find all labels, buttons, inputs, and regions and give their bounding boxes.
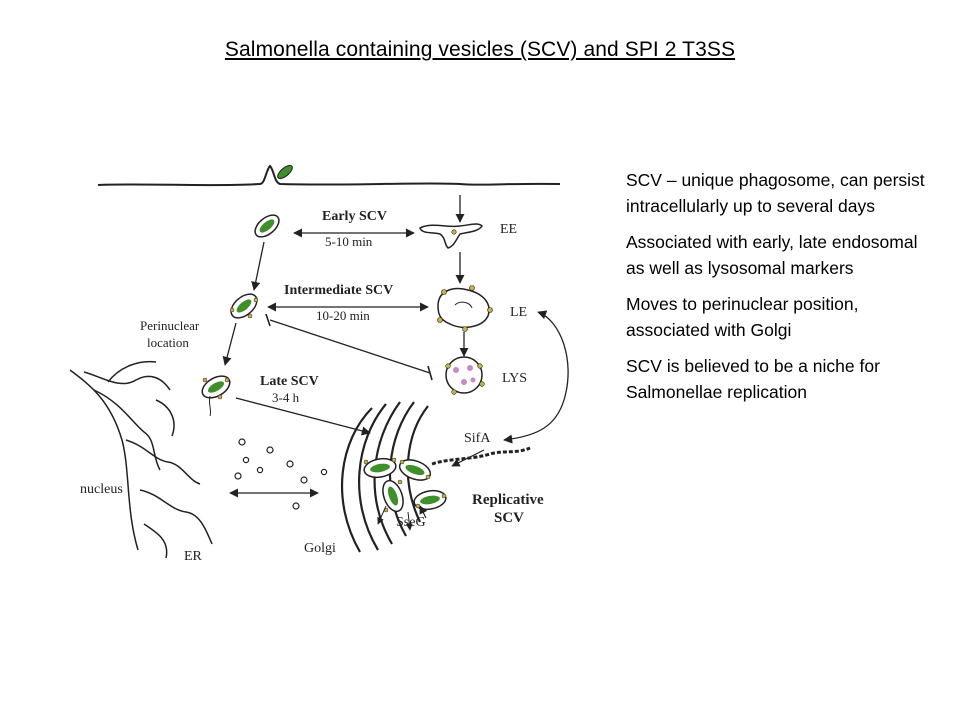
- late-scv-time: 3-4 h: [272, 390, 300, 405]
- golgi-label: Golgi: [304, 541, 336, 556]
- description-bullets: SCV – unique phagosome, can persist intr…: [626, 167, 926, 415]
- intermediate-scv-time: 10-20 min: [316, 308, 370, 323]
- early-scv-label: Early SCV: [322, 209, 387, 224]
- sifa-arrow: [503, 310, 569, 444]
- late-scv-label: Late SCV: [260, 374, 319, 389]
- late-scv-to-golgi-arrow: [235, 397, 371, 436]
- perinuclear-label-line2: location: [147, 335, 189, 350]
- intermediate-to-late-arrow: [222, 322, 237, 366]
- bullet-item: Associated with early, late endosomal as…: [626, 232, 918, 278]
- nucleus-label: nucleus: [80, 482, 123, 497]
- replicative-scv-cluster: [363, 446, 531, 531]
- bullet-item: Moves to perinuclear position, associate…: [626, 294, 859, 340]
- bullet-item: SCV is believed to be a niche for Salmon…: [626, 356, 880, 402]
- transport-vesicles: [234, 438, 328, 510]
- fusion-inhibition-line: [269, 319, 431, 374]
- plasma-membrane: [97, 164, 561, 187]
- early-scv-vesicle: [254, 214, 280, 238]
- late-endosome: [437, 285, 493, 332]
- replicative-scv-label-line1: Replicative: [472, 492, 544, 508]
- bullet-item: SCV – unique phagosome, can persist intr…: [626, 170, 925, 216]
- nucleus-er-membranes: [69, 360, 213, 559]
- intermediate-scv-label: Intermediate SCV: [284, 283, 393, 298]
- early-to-intermediate-arrow: [251, 241, 265, 291]
- lys-label: LYS: [502, 371, 527, 386]
- sifa-label: SifA: [464, 431, 491, 446]
- sifa-pointer: [451, 449, 485, 467]
- early-endosome: [419, 223, 483, 249]
- er-label: ER: [184, 549, 203, 564]
- entering-bacterium: [277, 164, 293, 180]
- ee-label: EE: [500, 222, 517, 237]
- lysosome: [445, 356, 485, 395]
- early-scv-time: 5-10 min: [325, 234, 373, 249]
- late-scv-vesicle: [201, 375, 231, 417]
- replicative-scv-label-line2: SCV: [494, 510, 524, 526]
- sseg-pointer: [419, 505, 428, 519]
- scv-trafficking-diagram: Early SCV 5-10 min EE Intermediate SCV 1…: [69, 164, 569, 564]
- perinuclear-label-line1: Perinuclear: [140, 318, 200, 333]
- intermediate-scv-vesicle: [229, 293, 259, 319]
- le-label: LE: [510, 305, 527, 320]
- slide-title: Salmonella containing vesicles (SCV) and…: [224, 38, 736, 61]
- sseg-label: SseG: [396, 515, 426, 530]
